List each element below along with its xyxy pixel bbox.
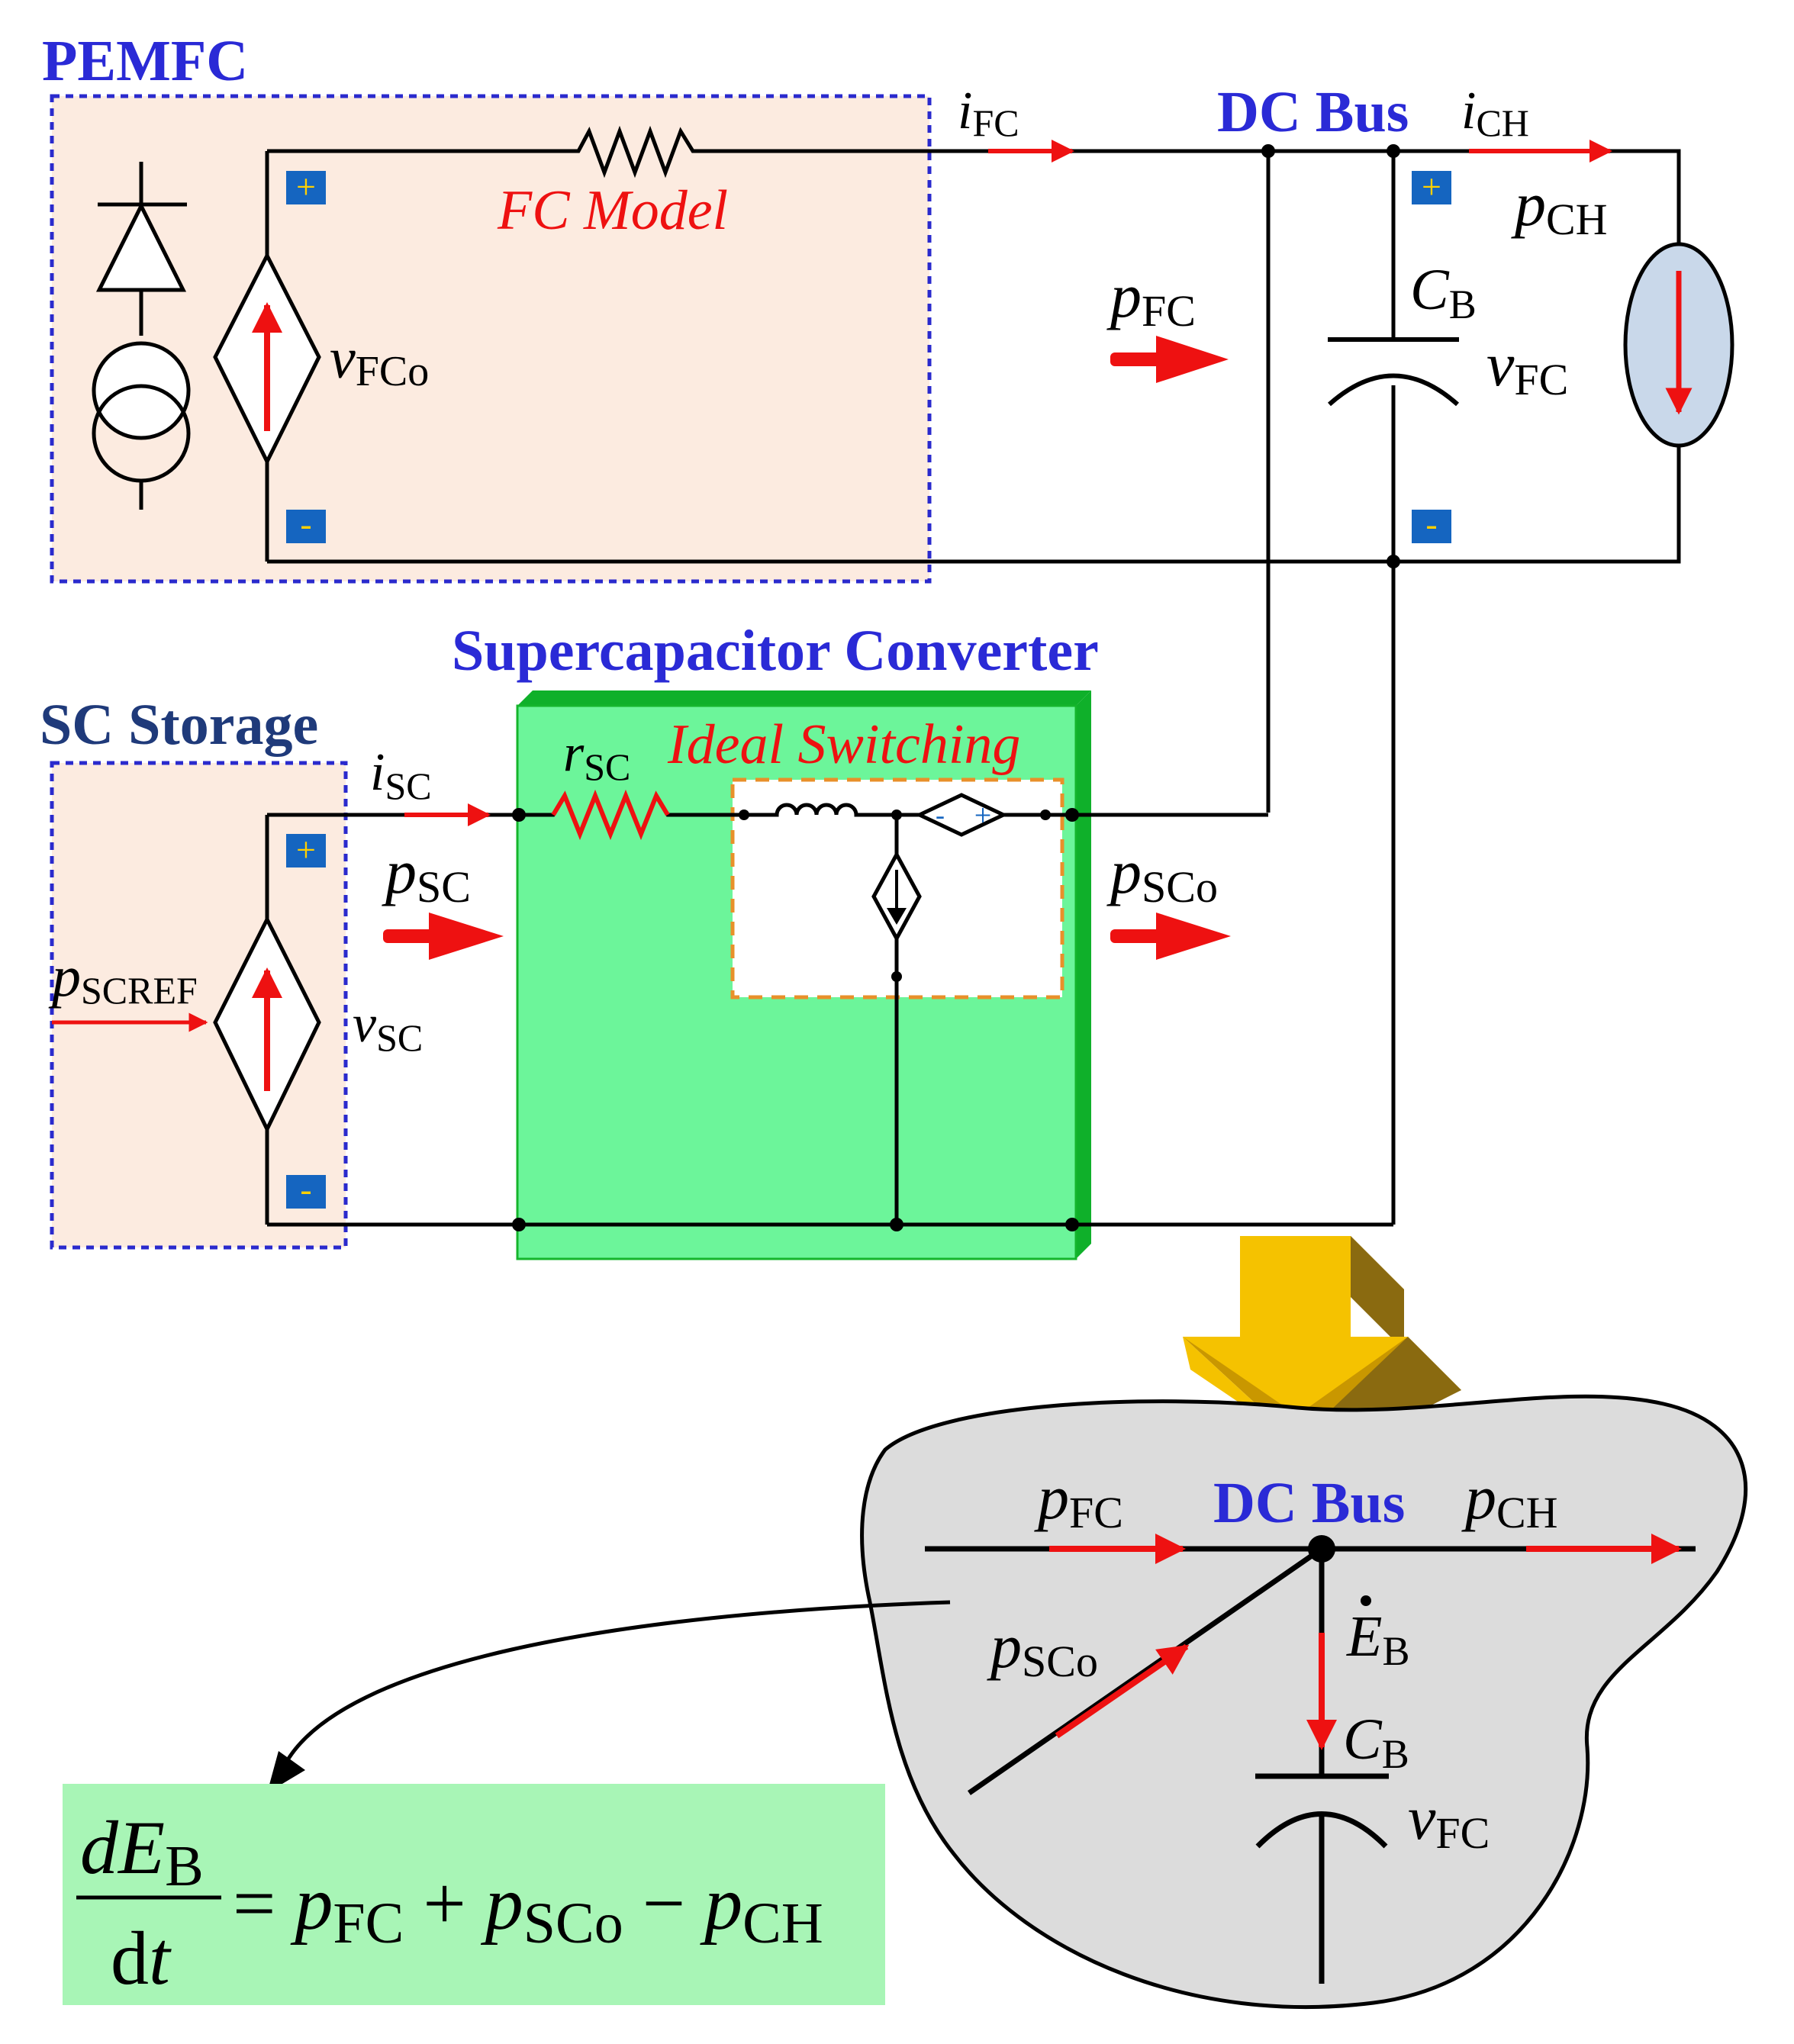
- bus-detail-c-b-label: CB: [1343, 1708, 1409, 1777]
- curved-pointer-arrowhead-icon: [267, 1751, 305, 1793]
- terminal-minus-icon: -: [286, 1170, 326, 1209]
- p-sc-power-arrow: [383, 913, 504, 960]
- fc-model-label: FC Model: [497, 179, 728, 242]
- fc-dependent-source: [213, 251, 321, 466]
- i-fc-label: iFC: [958, 82, 1019, 144]
- bus-capacitor: [1328, 337, 1459, 407]
- curved-pointer-arrow: [284, 1600, 951, 1764]
- p-sco-label: pSCo: [1106, 837, 1218, 912]
- p-sc-label: pSC: [382, 837, 471, 912]
- equation-denominator: dt: [111, 1916, 172, 2001]
- energy-balance-equation: dEB dt = pFC + pSCo − pCH: [76, 1805, 823, 2001]
- equation-box: [63, 1784, 885, 2005]
- svg-text:+: +: [1422, 167, 1441, 206]
- ideal-switching-label: Ideal Switching: [667, 713, 1020, 776]
- p-ch-label: pCH: [1511, 169, 1608, 244]
- pemfc-region: [50, 94, 932, 584]
- pemfc-title: PEMFC: [42, 29, 248, 93]
- sc-converter-title: Supercapacitor Converter: [452, 619, 1099, 683]
- p-scref-label: pSCREF: [48, 945, 198, 1012]
- c-b-label: CB: [1410, 258, 1477, 327]
- load-current-source: [1623, 242, 1734, 448]
- terminal-plus-icon: +: [286, 167, 326, 206]
- converter-dependent-voltage-source: - +: [915, 793, 1008, 837]
- equation-numerator: dEB: [80, 1805, 204, 1898]
- svg-text:-: -: [300, 504, 311, 543]
- bus-detail-p-fc-label: pFC: [1034, 1463, 1123, 1537]
- v-sc-label: vSC: [353, 995, 423, 1059]
- p-sco-power-arrow: [1110, 913, 1231, 960]
- svg-text:+: +: [974, 798, 992, 832]
- fc-diode-symbol: [92, 162, 191, 510]
- upper-wiring: [265, 125, 1681, 1225]
- bus-detail-v-fc-label: vFC: [1408, 1783, 1490, 1858]
- converter-junction-dots: [512, 808, 1079, 1231]
- converter-dependent-current-source: [871, 850, 922, 943]
- bus-detail-p-ch-label: pCH: [1461, 1463, 1558, 1537]
- terminal-minus-icon: -: [286, 504, 326, 543]
- sc-resistor: [551, 789, 670, 841]
- i-ch-label: iCH: [1461, 82, 1529, 144]
- svg-text:-: -: [936, 800, 945, 830]
- bus-node: [1308, 1535, 1335, 1563]
- bus-detail-arrows: [1049, 1534, 1682, 1750]
- svg-text:+: +: [296, 830, 316, 869]
- svg-text:-: -: [1425, 504, 1437, 543]
- terminal-plus-icon: +: [286, 830, 326, 869]
- sc-storage-title: SC Storage: [40, 693, 318, 757]
- i-sc-label: iSC: [370, 743, 432, 807]
- svg-text:+: +: [296, 167, 316, 206]
- terminal-minus-icon: -: [1412, 504, 1451, 543]
- r-sc-label: rSC: [563, 724, 630, 788]
- v-fco-label: vFCo: [330, 327, 429, 395]
- p-fc-label: pFC: [1106, 261, 1196, 336]
- dc-bus-detail-title: DC Bus: [1213, 1471, 1405, 1535]
- p-fc-power-arrow: [1110, 336, 1229, 383]
- svg-text:-: -: [300, 1170, 311, 1209]
- dot-accent-icon: [1361, 1595, 1371, 1606]
- sc-dependent-source: [213, 915, 321, 1134]
- terminal-plus-icon: +: [1412, 167, 1451, 206]
- bus-detail-p-sco-label: pSCo: [987, 1611, 1098, 1686]
- equation-rhs: = pFC + pSCo − pCH: [233, 1861, 823, 1959]
- bus-detail-e-b-label: EB: [1346, 1605, 1409, 1674]
- v-fc-label: vFC: [1486, 330, 1568, 404]
- junction-dots: [1261, 144, 1400, 568]
- dc-bus-title: DC Bus: [1217, 80, 1409, 144]
